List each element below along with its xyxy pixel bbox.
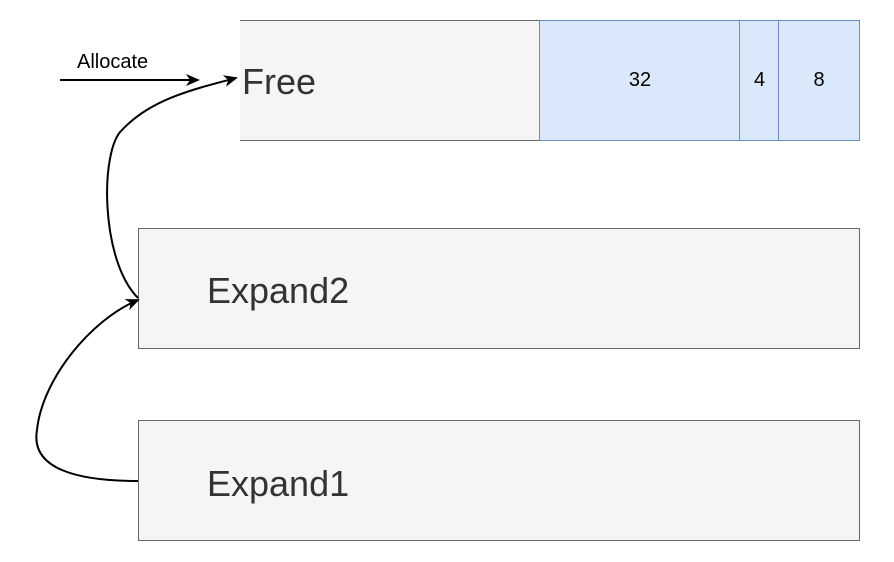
expand2-block <box>138 228 860 349</box>
expand2-to-free-arrow <box>106 75 238 299</box>
expand1-block <box>138 420 860 541</box>
expand1-to-expand2-arrow <box>35 299 140 482</box>
expand1-label: Expand1 <box>207 463 350 504</box>
free-label: Free <box>242 61 317 102</box>
free-cell-8: 8 <box>778 20 860 141</box>
free-cell-32: 32 <box>539 20 741 141</box>
expand2-label: Expand2 <box>207 270 350 311</box>
allocate-label: Allocate <box>77 51 149 73</box>
